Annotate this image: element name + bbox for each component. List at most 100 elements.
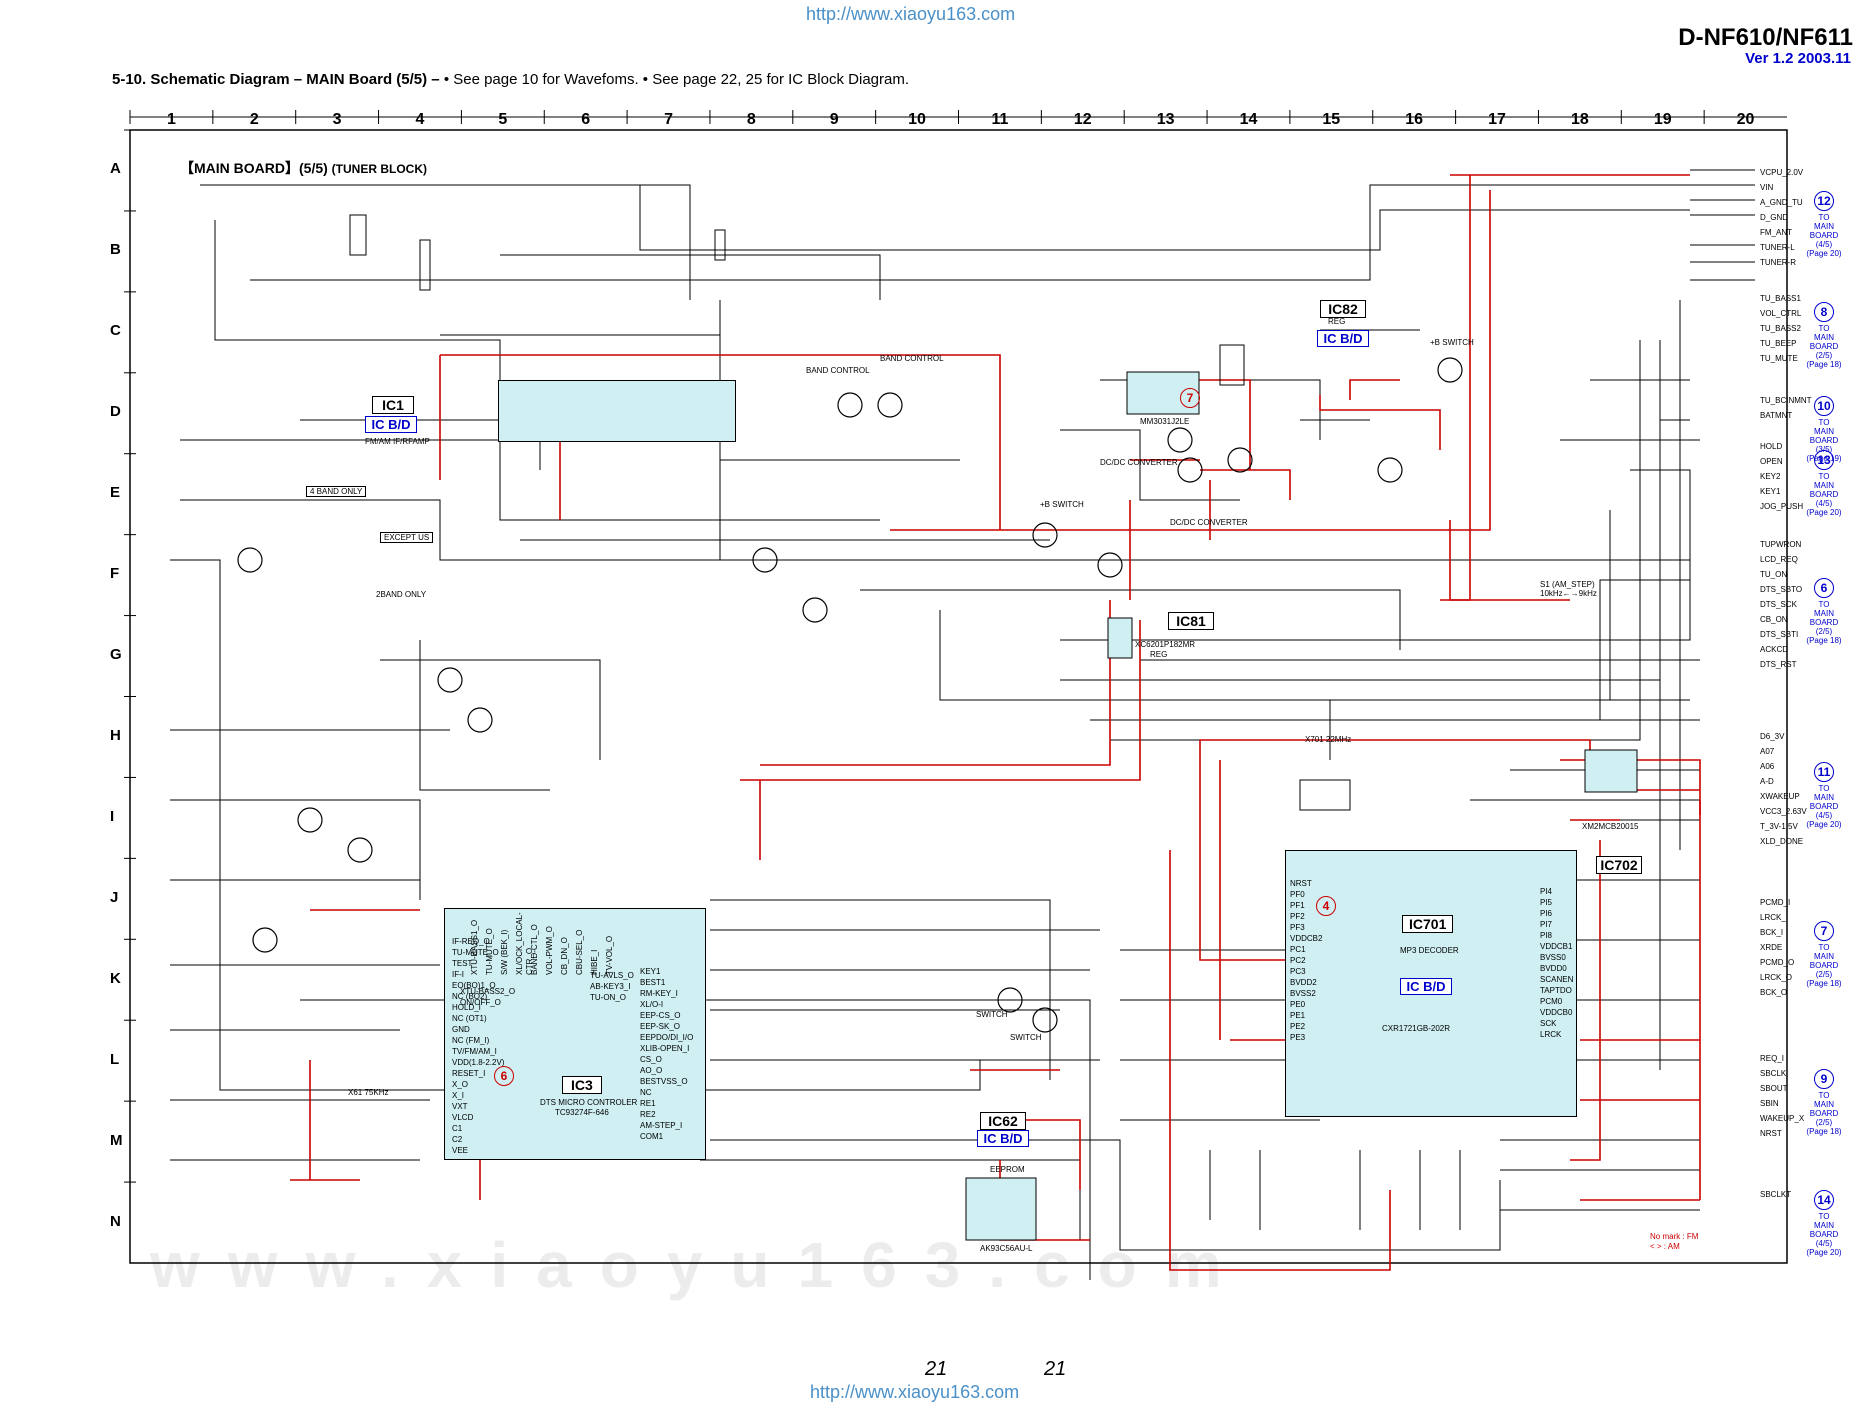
connector-signal: DTS_RST [1760,660,1797,669]
pin-label: VDDCB2 [1290,934,1323,943]
pin-label: RE2 [640,1110,656,1119]
waveform-marker-4[interactable]: 4 [1316,896,1336,916]
waveform-marker-7[interactable]: 7 [1180,388,1200,408]
section-subtitle: – MAIN Board (5/5) – [293,71,440,88]
waveform-marker-6[interactable]: 6 [494,1066,514,1086]
connector-number-12[interactable]: 12 [1814,190,1834,211]
connector-number-10[interactable]: 10 [1814,396,1834,416]
ic1-part: FM/AM IF/RFAMP [365,437,430,446]
connector-signal: KEY2 [1760,472,1781,481]
column-number: 5 [498,111,508,128]
connector-destination: MAIN [1814,1100,1834,1109]
connector-number-13[interactable]: 13 [1814,449,1834,470]
connector-signal: LRCK_I [1760,913,1789,922]
pin-label: PC3 [1290,967,1306,976]
pin-label: TU-ON_O [590,993,626,1002]
pin-label: LRCK [1540,1030,1562,1039]
connector-number-6[interactable]: 6 [1814,577,1834,598]
row-letter: A [110,160,121,178]
connector-signal: VOL_CTRL [1760,309,1802,318]
connector-destination: MAIN [1814,608,1834,618]
connector-number-8[interactable]: 8 [1814,301,1834,322]
ic62-part: AK93C56AU-L [980,1244,1033,1253]
connector-destination: MAIN [1814,951,1834,961]
connector-signal: TU_MUTE [1760,354,1798,363]
row-letter: H [110,726,121,744]
pin-label: IF-I [452,970,464,979]
connector-number-11[interactable]: 11 [1814,762,1834,782]
pin-label: X_I [452,1091,465,1100]
connector-destination: TO [1818,1091,1830,1100]
ic81-part: XC6201P182MR [1135,640,1196,649]
bottom-url[interactable]: http://www.xiaoyu163.com [810,1382,1020,1402]
bottom-watermark: www.xiaoyu163.com [150,1229,1250,1301]
connector-destination: (4/5) [1815,1239,1833,1248]
connector-signal: SBCLKT [1760,1190,1792,1199]
connector-destination: (2/5) [1815,350,1833,360]
connector-number-14[interactable]: 14 [1814,1190,1834,1210]
connector-destination: BOARD [1809,341,1839,351]
connector-signal: TU_ON [1760,570,1788,579]
pin-label: NC (BO2) [452,992,488,1001]
ic3-part: TC93274F-646 [555,1108,609,1117]
ic702-part: XM2MCB20015 [1582,822,1639,831]
ic701-block-diagram-tag[interactable]: IC B/D [1400,978,1452,995]
pin-label: XL/O-I [640,1000,664,1009]
pin-label: PE3 [1290,1033,1306,1042]
pin-label: TV/FM/AM_I [452,1047,497,1056]
connector-destination: MAIN [1814,332,1834,342]
row-letter: M [110,1131,123,1149]
column-number: 14 [1239,111,1258,128]
connector-number-7[interactable]: 7 [1814,920,1834,941]
ic62-block-diagram-tag[interactable]: IC B/D [977,1130,1029,1147]
pin-label: NRST [1290,879,1312,888]
ic3-chip [444,908,706,1160]
pin-label: ON/OFF_O [460,998,501,1007]
connector-signal: BCK_O [1760,988,1788,997]
connector-signal: T_3V-1.5V [1760,822,1798,831]
connector-signal: HOLD [1760,442,1783,451]
connector-destination: MAIN [1814,480,1834,490]
connector-signal: SBOUT [1760,1084,1788,1093]
connector-signal: DTS_SBTI [1760,630,1799,639]
connector-signal: CB_ON [1760,615,1788,624]
pin-label: BVDD2 [1290,978,1317,987]
row-letter: L [110,1050,120,1068]
pin-label: NC (OT1) [452,1014,487,1023]
ic62-desc: EEPROM [990,1165,1025,1174]
pin-label: XTU-BASS1_O [470,919,479,975]
transistors [237,357,1463,1033]
connector-signal: TU_BEEP [1760,339,1797,348]
connector-signal: PCMD_I [1760,898,1791,907]
connector-signal: ACKCD [1760,645,1789,654]
connector-destination: (Page 18) [1806,635,1842,645]
except-us: EXCEPT US [380,532,434,543]
ic82-block-diagram-tag[interactable]: IC B/D [1317,330,1369,347]
pin-label: NC [640,1088,652,1097]
connector-destination: TO [1818,599,1830,609]
connector-signal: VCPU_2.0V [1760,168,1804,177]
ic1-block-diagram-tag[interactable]: IC B/D [365,416,417,433]
pin-label: VOL-PWM_O [545,926,554,975]
column-number: 10 [908,111,926,128]
top-url[interactable]: http://www.xiaoyu163.com [806,4,1016,24]
pin-label: XLIB-OPEN_I [640,1044,690,1053]
pin-label: BVSS2 [1290,989,1316,998]
connector-number-9[interactable]: 9 [1814,1069,1834,1089]
connector-signal: WAKEUP_X [1760,1114,1805,1123]
connector-destination: (4/5) [1815,498,1833,508]
column-number: 19 [1653,111,1672,128]
pin-label: EEPDO/DI_I/O [640,1033,694,1042]
column-number: 11 [991,111,1009,128]
pin-label: AB-KEY3_I [590,982,631,991]
switch-2: SWITCH [1010,1033,1042,1042]
x701-crystal: X701 22MHz [1305,735,1352,744]
column-number: 1 [166,111,176,128]
connector-signal: LCD_REQ [1760,555,1798,564]
connector-destination: TO [1818,784,1830,793]
connector-destination: TO [1818,1212,1830,1221]
pin-label: S/W (BEK_I) [500,929,509,975]
connector-destination: (Page 18) [1806,1127,1842,1136]
